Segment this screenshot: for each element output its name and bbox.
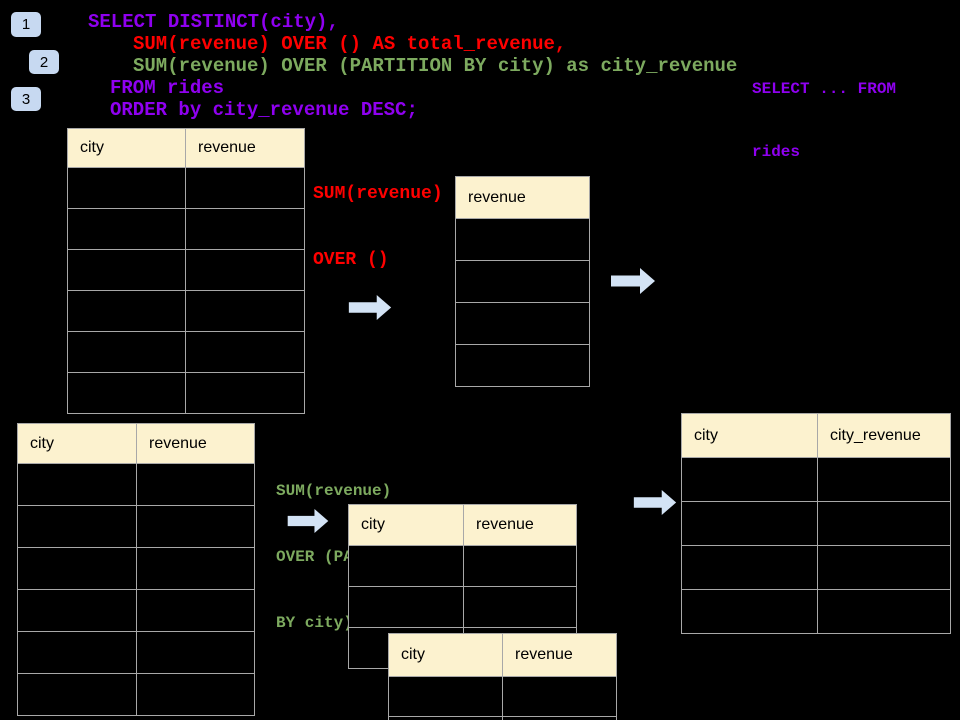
column-header-city: city xyxy=(388,633,503,677)
table-city-revenue-result: city city_revenue xyxy=(681,413,951,634)
table-row xyxy=(455,260,590,303)
table-header-row: city city_revenue xyxy=(681,413,951,458)
column-header-city-revenue: city_revenue xyxy=(817,413,951,458)
flow-arrow-to-result-table-icon xyxy=(633,490,677,515)
side-note-select-from-rides: SELECT ... FROM rides xyxy=(752,37,896,205)
flow-arrow-to-total-table-icon xyxy=(348,295,392,320)
step-badge-1: 1 xyxy=(11,12,41,37)
table-partition-group-b: city revenue xyxy=(388,633,617,720)
table-row xyxy=(455,344,590,387)
side-note-line1: SELECT ... FROM xyxy=(752,80,897,98)
table-row xyxy=(348,586,577,628)
flow-arrow-to-partition-tables-icon xyxy=(287,509,329,533)
flow-arrow-from-total-table-icon xyxy=(611,268,655,294)
table-source-rides-top: city revenue xyxy=(67,128,305,414)
column-header-revenue: revenue xyxy=(463,504,577,546)
table-row xyxy=(348,545,577,587)
column-header-city: city xyxy=(681,413,818,458)
side-note-line2: rides xyxy=(752,143,801,161)
table-row xyxy=(455,218,590,261)
table-source-rides-bottom: city revenue xyxy=(17,423,255,716)
table-header-row: city revenue xyxy=(67,128,305,168)
table-row xyxy=(681,589,951,634)
table-row xyxy=(681,545,951,590)
column-header-revenue: revenue xyxy=(185,128,305,168)
sql-line-total-revenue: SUM(revenue) OVER () AS total_revenue, xyxy=(133,33,567,55)
column-header-revenue: revenue xyxy=(455,176,590,219)
table-row xyxy=(17,547,255,590)
table-header-row: city revenue xyxy=(388,633,617,677)
table-row xyxy=(67,249,305,291)
table-row xyxy=(17,505,255,548)
column-header-city: city xyxy=(67,128,186,168)
table-row xyxy=(67,167,305,209)
annotation-partition-line1: SUM(revenue) xyxy=(276,482,392,500)
sql-line-from: FROM rides xyxy=(110,77,225,99)
sql-line-city-revenue: SUM(revenue) OVER (PARTITION BY city) as… xyxy=(133,55,738,77)
column-header-city: city xyxy=(17,423,137,464)
column-header-city: city xyxy=(348,504,464,546)
table-header-row: city revenue xyxy=(17,423,255,464)
table-header-row: revenue xyxy=(455,176,590,219)
table-header-row: city revenue xyxy=(348,504,577,546)
table-row xyxy=(67,290,305,332)
table-row xyxy=(67,372,305,414)
annotation-partition-line3: BY city) xyxy=(276,614,353,632)
column-header-revenue: revenue xyxy=(136,423,255,464)
annotation-total-line1: SUM(revenue) xyxy=(313,184,443,204)
table-row xyxy=(681,501,951,546)
table-row xyxy=(17,673,255,716)
table-row xyxy=(681,457,951,502)
table-total-revenue-result: revenue xyxy=(455,176,590,387)
annotation-total-revenue: SUM(revenue) OVER () xyxy=(313,139,443,315)
table-row xyxy=(455,302,590,345)
step-badge-2: 2 xyxy=(29,50,59,74)
table-row xyxy=(388,716,617,720)
table-row xyxy=(17,589,255,632)
step-badge-3: 3 xyxy=(11,87,41,111)
annotation-total-line2: OVER () xyxy=(313,250,389,270)
table-row xyxy=(388,676,617,717)
sql-line-select: SELECT DISTINCT(city), xyxy=(88,11,339,33)
table-row xyxy=(67,208,305,250)
table-row xyxy=(67,331,305,373)
table-row xyxy=(17,463,255,506)
table-row xyxy=(17,631,255,674)
sql-line-order-by: ORDER by city_revenue DESC; xyxy=(110,99,418,121)
column-header-revenue: revenue xyxy=(502,633,617,677)
